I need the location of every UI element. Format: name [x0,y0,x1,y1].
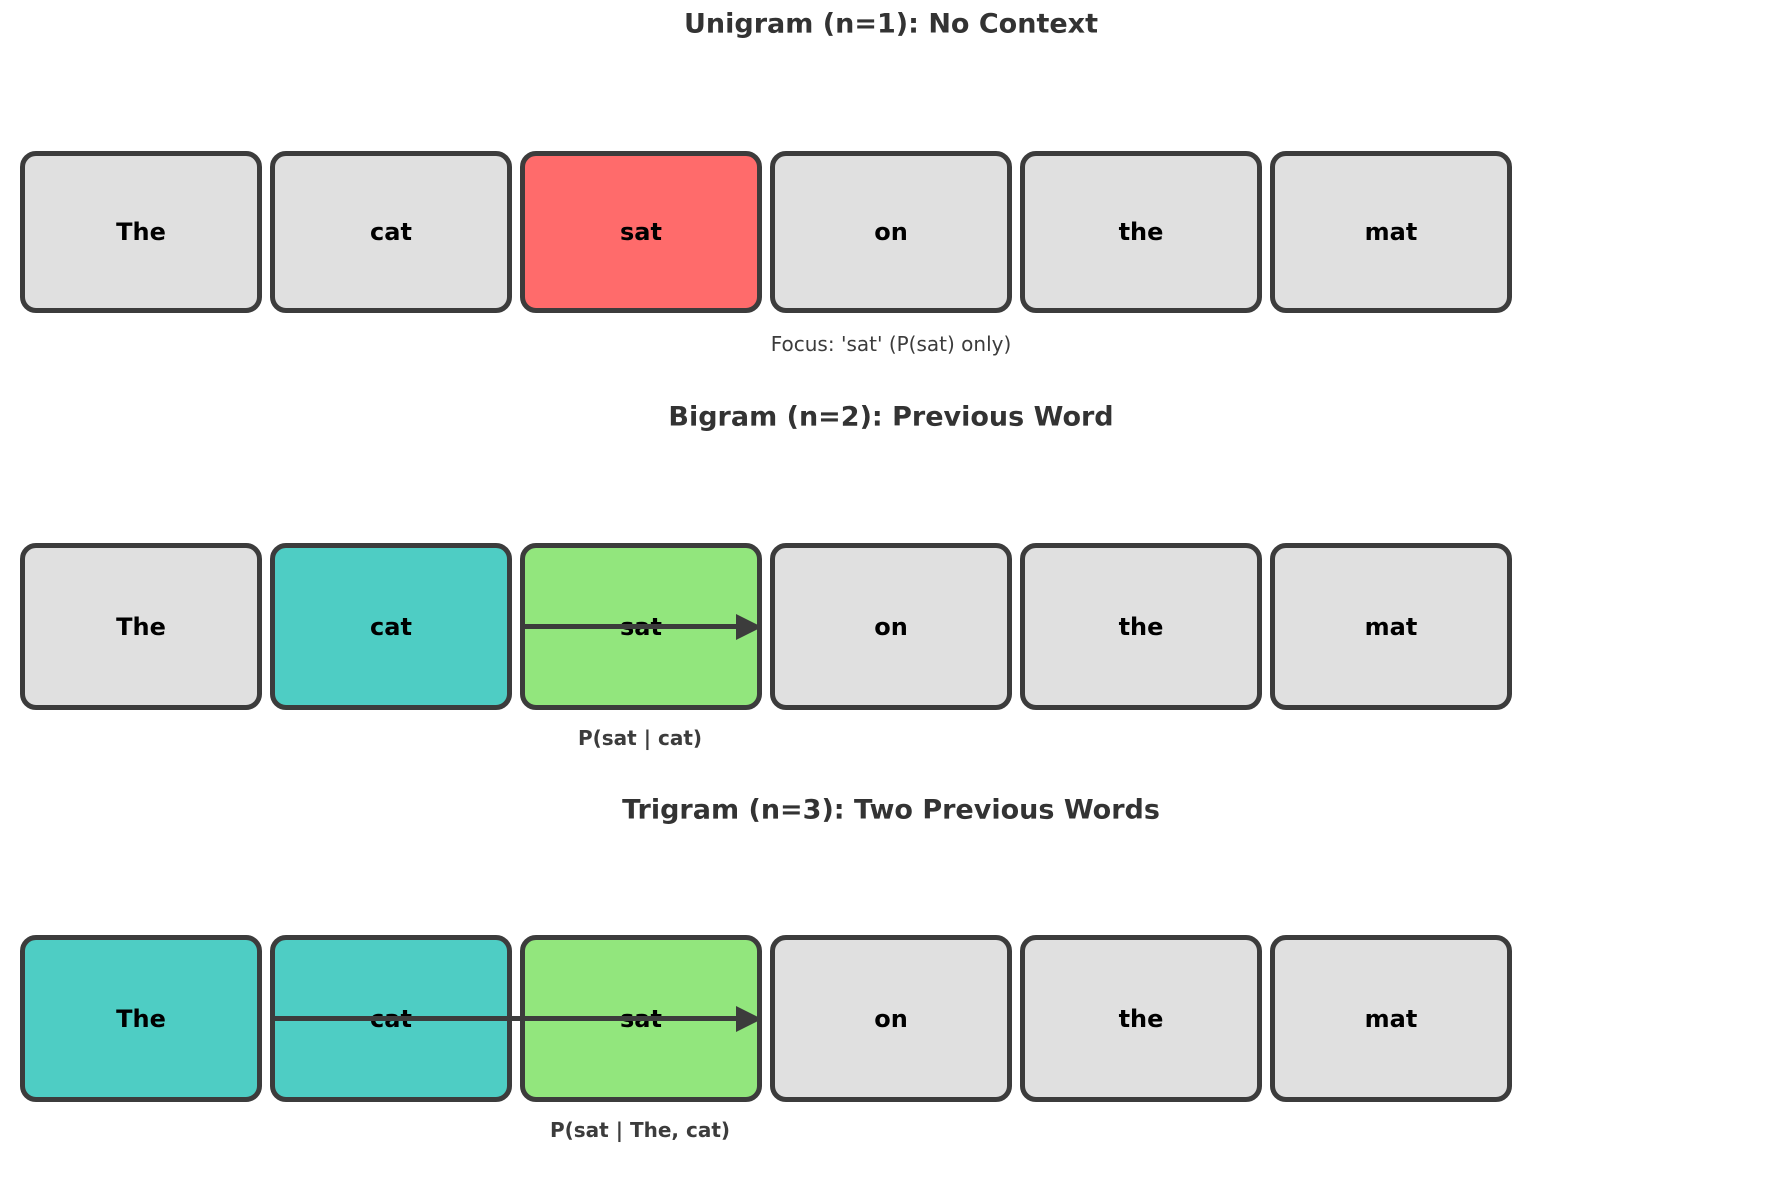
word-label: on [874,1004,908,1033]
word-label: The [116,1004,166,1033]
arrow-head-icon [736,1005,762,1032]
word-label: the [1118,612,1164,641]
probability-caption: Focus: 'sat' (P(sat) only) [770,332,1012,356]
word-box-cat-context: cat [270,543,512,710]
word-label: The [116,612,166,641]
word-label: cat [370,612,412,641]
probability-caption: P(sat | cat) [577,726,703,750]
word-box-cat-default: cat [270,151,512,313]
word-label: cat [370,218,412,246]
section-title: Bigram (n=2): Previous Word [668,401,1114,433]
word-box-on-default: on [770,151,1012,313]
word-label: mat [1364,218,1418,246]
word-box-on-default: on [770,543,1012,710]
context-arrow-line [520,624,742,629]
word-label: The [116,218,166,246]
word-box-sat-focus: sat [520,151,762,313]
word-label: mat [1364,1004,1418,1033]
word-box-the-default: the [1020,151,1262,313]
word-box-mat-default: mat [1270,935,1512,1102]
word-box-on-default: on [770,935,1012,1102]
word-label: on [874,218,908,246]
word-label: sat [620,218,662,246]
probability-caption: P(sat | The, cat) [549,1118,731,1142]
section-title: Trigram (n=3): Two Previous Words [622,794,1160,826]
word-label: on [874,612,908,641]
word-box-the-default: the [1020,935,1262,1102]
context-arrow-line [270,1016,742,1021]
word-box-the-default: the [1020,543,1262,710]
arrow-head-icon [736,613,762,640]
word-label: mat [1364,612,1418,641]
word-box-mat-default: mat [1270,543,1512,710]
word-label: the [1118,1004,1164,1033]
word-box-mat-default: mat [1270,151,1512,313]
word-label: the [1118,218,1164,246]
word-box-the-default: The [20,543,262,710]
word-box-the-context: The [20,935,262,1102]
section-title: Unigram (n=1): No Context [684,8,1098,40]
word-box-the-default: The [20,151,262,313]
